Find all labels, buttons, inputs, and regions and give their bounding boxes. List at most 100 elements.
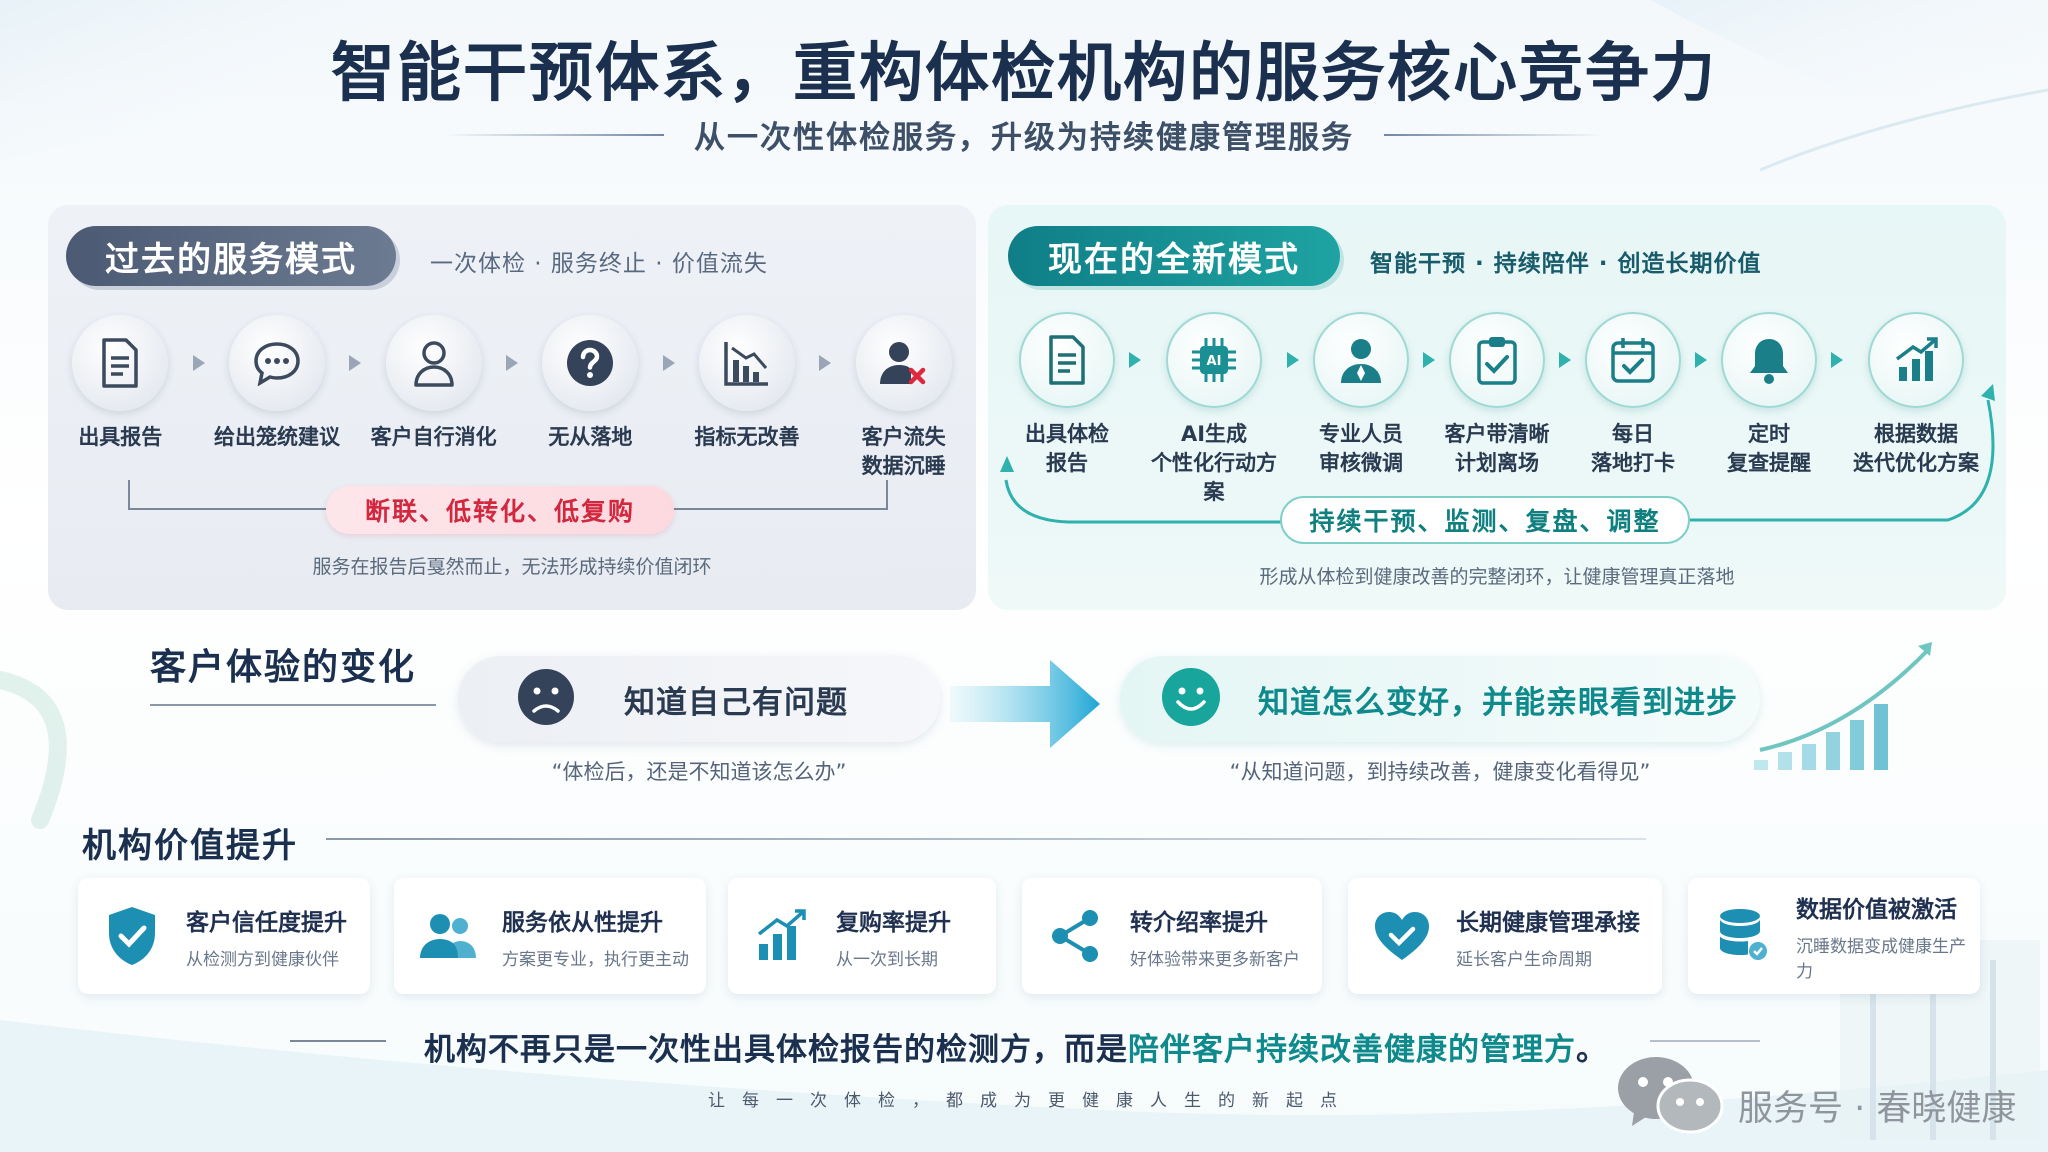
declining-chart-icon [699,315,795,411]
present-note: 形成从体检到健康改善的完整闭环，让健康管理真正落地 [1259,566,1735,588]
present-step-label: 专业人员 审核微调 [1319,422,1403,475]
question-icon [542,315,639,411]
footer-tagline: 让每一次体检，都成为更健康人生的新起点 [708,1091,1354,1111]
value-card-title: 复购率提升 [836,909,951,936]
experience-after-quote: “从知道问题，到持续改善，健康变化看得见” [1229,760,1651,784]
value-card: 转介绍率提升好体验带来更多新客户 [1022,878,1322,994]
past-step-label: 给出笼统建议 [213,425,340,449]
past-step-label: 出具报告 [78,425,163,449]
value-card-sub: 沉睡数据变成健康生产力 [1796,937,1966,982]
value-card-title: 服务依从性提升 [502,909,663,936]
loop-badge: 持续干预、监测、复盘、调整 [1280,496,1690,544]
value-card-sub: 从检测方到健康伙伴 [186,949,339,970]
sad-face-icon [516,667,576,731]
heart-check-icon [1370,904,1434,968]
value-title: 机构价值提升 [82,826,298,866]
past-step-label: 指标无改善 [694,425,800,449]
shield-check-icon [100,904,164,968]
watermark-text: 服务号 · 春晓健康 [1738,1089,2017,1129]
arrow-icon [192,355,205,371]
arrow-icon [819,355,832,371]
transition-arrow-icon [950,660,1100,748]
footer-statement-highlight: 陪伴客户持续改善健康的管理方 [1128,1032,1576,1068]
value-card-sub: 从一次到长期 [836,949,938,970]
present-step: AI AI生成 个性化行动方案 [1141,312,1287,507]
arrow-icon [1831,352,1843,368]
present-step: 客户带清晰 计划离场 [1435,312,1559,478]
bell-icon [1721,312,1817,408]
database-icon [1710,904,1774,968]
present-step: 根据数据 迭代优化方案 [1843,312,1989,478]
value-card-title: 长期健康管理承接 [1456,909,1640,936]
clipboard-check-icon [1449,312,1545,408]
page-subtitle: 从一次性体检服务，升级为持续健康管理服务 [694,120,1354,156]
footer-divider-right [1650,1040,1760,1042]
value-divider [326,838,1646,840]
present-step-label: 每日 落地打卡 [1591,422,1675,475]
value-card: 客户信任度提升从检测方到健康伙伴 [78,878,370,994]
past-step: 客户流失 数据沉睡 [831,315,976,481]
past-step: 无从落地 [518,315,663,452]
present-step: 出具体检 报告 [1005,312,1129,478]
chat-bubble-icon [228,315,325,411]
experience-after-text: 知道怎么变好，并能亲眼看到进步 [1258,684,1738,721]
past-note: 服务在报告后戛然而止，无法形成持续价值闭环 [312,556,712,578]
professional-icon [1313,312,1409,408]
svg-text:AI: AI [1207,354,1222,369]
value-card-title: 数据价值被激活 [1796,897,1957,923]
past-step: 出具报告 [48,315,193,452]
experience-underline [150,704,436,706]
past-steps: 出具报告 给出笼统建议 客户自行消化 无从落地 指标无改善 客户流失 数据沉睡 [48,315,976,481]
share-icon [1044,904,1108,968]
experience-title: 客户体验的变化 [150,647,417,688]
past-step: 指标无改善 [675,315,820,452]
present-steps: 出具体检 报告 AI AI生成 个性化行动方案 专业人员 审核微调 客户带清晰 … [992,312,2002,507]
subtitle-divider-left [444,133,664,136]
footer-statement-prefix: 机构不再只是一次性出具体检报告的检测方，而是 [424,1032,1128,1068]
ai-chip-icon: AI [1166,312,1262,408]
problem-badge: 断联、低转化、低复购 [326,486,674,534]
past-step-label: 客户自行消化 [370,425,497,449]
present-model-title: 现在的全新模式 [1008,226,1340,286]
past-step-label: 无从落地 [548,425,633,449]
arrow-icon [349,355,362,371]
arrow-icon [1559,352,1571,368]
experience-after: 知道怎么变好，并能亲眼看到进步 [1120,656,1760,742]
present-step-label: 定时 复查提醒 [1727,422,1811,475]
experience-before-text: 知道自己有问题 [624,684,848,721]
page-title: 智能干预体系，重构体检机构的服务核心竞争力 [331,37,1717,111]
document-icon [72,315,169,411]
arrow-icon [1129,352,1141,368]
arrow-icon [1287,352,1299,368]
calendar-check-icon [1585,312,1681,408]
users-icon [416,904,480,968]
present-step-label: AI生成 个性化行动方案 [1151,422,1277,504]
experience-before: 知道自己有问题 [458,656,940,742]
arrow-icon [1695,352,1707,368]
subtitle-row: 从一次性体检服务，升级为持续健康管理服务 [0,112,2048,157]
past-model-tagline: 一次体检 · 服务终止 · 价值流失 [430,251,768,277]
value-card-title: 客户信任度提升 [186,909,347,936]
user-removed-icon [855,315,952,411]
arrow-icon [662,355,675,371]
present-step-label: 出具体检 报告 [1025,422,1109,475]
present-step: 每日 落地打卡 [1571,312,1695,478]
value-card: 长期健康管理承接延长客户生命周期 [1348,878,1662,994]
past-model-title: 过去的服务模式 [66,226,396,286]
value-card-sub: 方案更专业，执行更主动 [502,949,689,970]
value-card: 复购率提升从一次到长期 [728,878,996,994]
past-step-label: 客户流失 数据沉睡 [861,425,946,478]
experience-before-quote: “体检后，还是不知道该怎么办” [551,760,847,784]
value-card-title: 转介绍率提升 [1130,909,1268,936]
value-card-sub: 好体验带来更多新客户 [1130,949,1300,970]
present-step-label: 根据数据 迭代优化方案 [1853,422,1979,475]
footer-statement: 机构不再只是一次性出具体检报告的检测方，而是陪伴客户持续改善健康的管理方。 [424,1024,1608,1069]
footer-divider-left [290,1040,386,1042]
growth-chart-icon [1868,312,1964,408]
present-step-label: 客户带清晰 计划离场 [1444,422,1550,475]
arrow-icon [506,355,518,371]
document-icon [1019,312,1115,408]
present-model-tagline: 智能干预 · 持续陪伴 · 创造长期价值 [1370,251,1762,277]
value-card: 服务依从性提升方案更专业，执行更主动 [394,878,706,994]
value-card-sub: 延长客户生命周期 [1456,949,1592,970]
